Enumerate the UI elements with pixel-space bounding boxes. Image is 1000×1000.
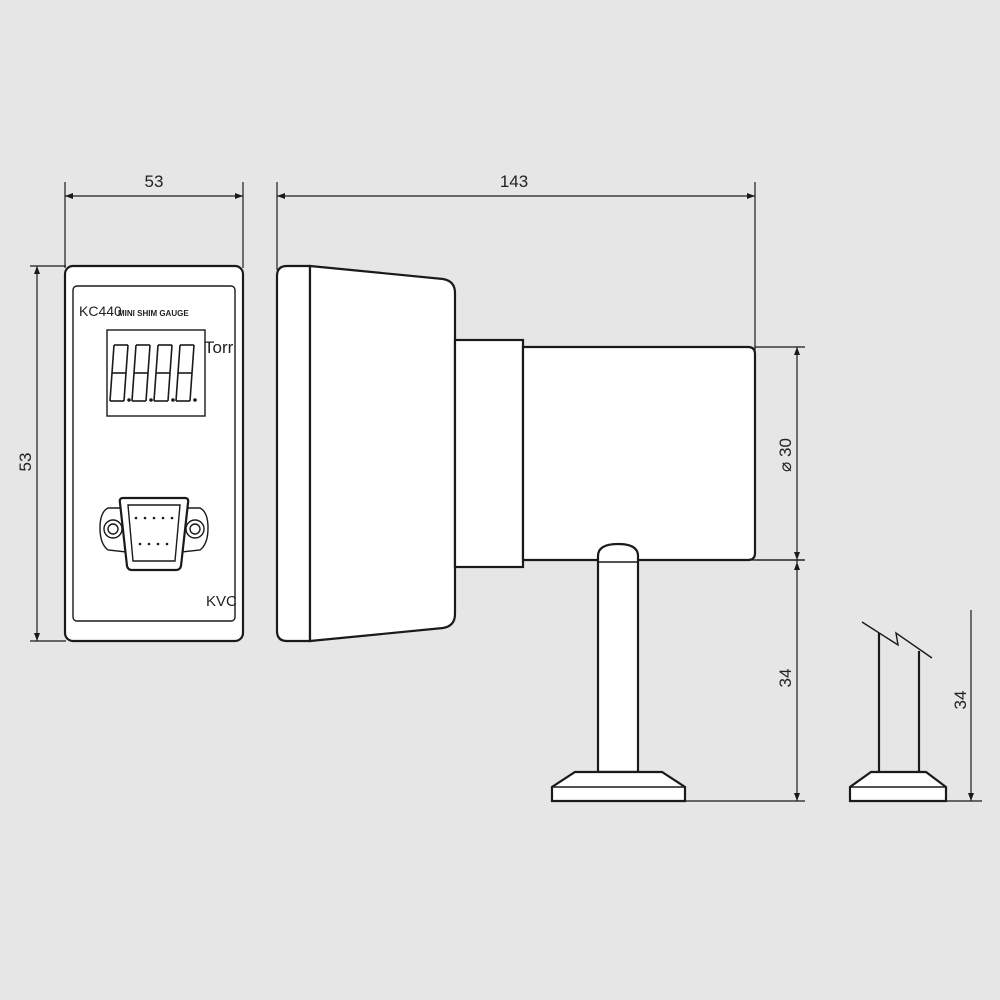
housing-collar (453, 338, 525, 569)
dsub-pin (138, 542, 142, 546)
dsub-shell (118, 496, 190, 572)
display-digit (131, 344, 153, 402)
dsub-pin (147, 542, 151, 546)
front-panel (72, 285, 236, 622)
display-digit (153, 344, 175, 402)
vacuum-port (596, 542, 640, 774)
front-height-dimension: 53 (16, 265, 66, 642)
dsub-pin (152, 516, 156, 520)
dsub-pin (161, 516, 165, 520)
dsub-pins (134, 516, 174, 546)
dsub-connector (99, 496, 209, 572)
product-name-label: MINI SHIM GAUGE (118, 309, 189, 318)
side-diameter-label: ⌀ 30 (776, 438, 795, 472)
dsub-pin (170, 516, 174, 520)
front-view: 53 53 KC440 MINI SHIM GAUGE Torr (16, 172, 245, 643)
dsub-pin (165, 542, 169, 546)
front-housing (63, 264, 245, 643)
side-diameter-dimension: ⌀ 30 (755, 346, 805, 561)
side-view: 143 ⌀ 30 34 (275, 172, 805, 803)
front-width-label: 53 (145, 172, 164, 191)
sensor-tube (521, 345, 757, 562)
front-height-label: 53 (16, 453, 35, 472)
break-line (861, 621, 933, 659)
display-digit (109, 344, 131, 402)
detail-height-label: 34 (951, 691, 970, 710)
side-length-label: 143 (500, 172, 528, 191)
dsub-pin (143, 516, 147, 520)
digit-display (106, 329, 206, 417)
side-length-dimension: 143 (276, 172, 756, 350)
rear-cap (275, 264, 312, 643)
dsub-pin (156, 542, 160, 546)
seven-segment-digits (109, 344, 197, 402)
side-flange-height-dimension: 34 (638, 559, 805, 802)
unit-label: Torr (204, 338, 234, 357)
display-digit (175, 344, 197, 402)
detail-height-dimension: 34 (946, 610, 982, 802)
front-width-dimension: 53 (64, 172, 244, 268)
side-flange-height-label: 34 (776, 669, 795, 688)
model-label: KC440 (79, 303, 122, 319)
tapered-housing (308, 264, 457, 643)
detail-view: 34 (848, 610, 982, 803)
brand-label: KVC (206, 593, 237, 610)
dsub-pin (134, 516, 138, 520)
